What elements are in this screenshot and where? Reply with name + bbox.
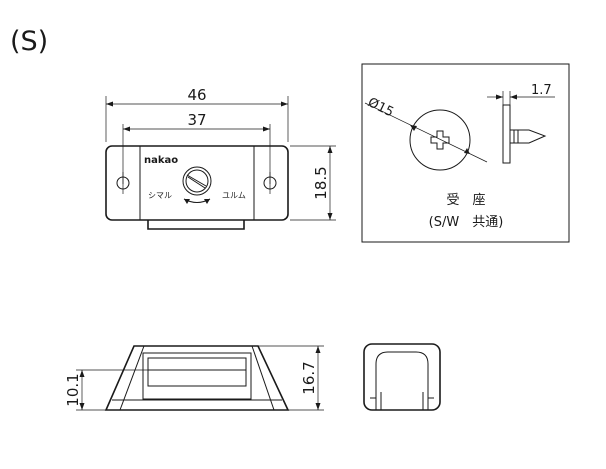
part-name: 受 座	[446, 193, 485, 208]
dim-overall-width: 46	[187, 86, 206, 104]
dim-side-height: 16.7	[300, 361, 318, 394]
label-tighten: シマル	[148, 191, 172, 200]
adjust-screw	[182, 166, 212, 196]
end-view	[363, 343, 441, 411]
dim-plate-diameter: Ø15	[365, 95, 396, 120]
dim-side-inner: 10.1	[64, 373, 82, 406]
strike-plate-panel: Ø15 1.7 受 座 (S/W 共通)	[361, 63, 570, 243]
dim-plate-thickness: 1.7	[531, 83, 552, 98]
phillips-screw-icon	[430, 130, 450, 150]
brand-logo: nakao	[144, 155, 178, 166]
front-view: 46 37 18.5 nakao シマル ユ	[105, 86, 336, 230]
section-title: (S)	[10, 26, 48, 57]
dim-hole-pitch: 37	[187, 111, 206, 129]
side-view: 16.7 10.1	[64, 345, 324, 411]
strike-plate-face	[409, 109, 471, 171]
part-note: (S/W 共通)	[429, 215, 504, 230]
label-loosen: ユルム	[222, 191, 246, 200]
dim-height-top: 18.5	[312, 166, 330, 199]
